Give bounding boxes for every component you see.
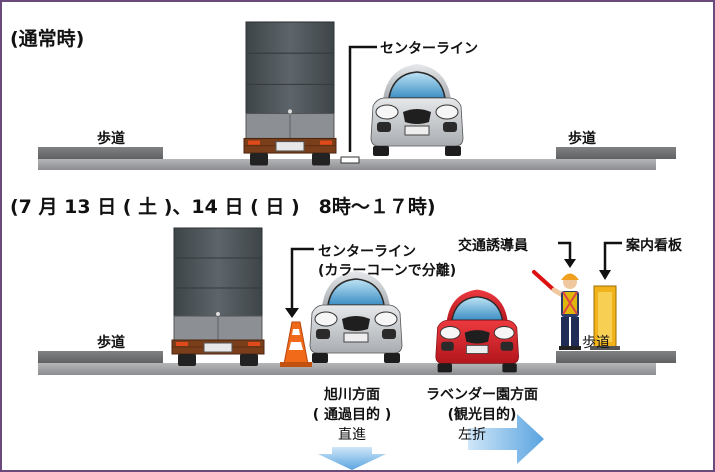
guide-pointer [558,241,576,268]
normal-section-title: (通常時) [10,28,85,50]
straight-destination: 旭川方面 [324,387,380,403]
traffic-cone [280,321,312,367]
event-sidewalk-left: 歩道 [97,335,125,351]
normal-center-line-pointer [348,45,377,152]
event-center-line-label: センターライン [318,244,416,260]
straight-action: 直進 [338,427,366,443]
left-turn-action: 左折 [458,427,486,443]
normal-road [38,147,676,170]
event-center-line-note: (カラーコーンで分離) [318,263,457,279]
event-section-title: (7 月 13 日 ( 土 )、14 日 ( 日 ) 8時～１７時) [10,196,436,218]
left-turn-arrow [468,414,544,464]
normal-truck [243,21,337,167]
left-turn-direction-text: ラベンダー園方面 (観光目的) 左折 [412,385,552,445]
straight-purpose: ( 通過目的 ) [312,407,392,423]
event-center-line-pointer [285,247,314,318]
normal-sidewalk-right: 歩道 [568,131,596,147]
normal-sidewalk-left: 歩道 [97,131,125,147]
straight-arrow [318,447,386,470]
left-turn-purpose: (観光目的) [447,407,517,423]
sign-label: 案内看板 [626,238,682,254]
event-silver-car [309,271,403,363]
normal-center-line-label: センターライン [380,41,478,57]
red-car [435,289,519,373]
event-road [38,351,676,375]
sign-pointer [599,241,622,280]
straight-direction-text: 旭川方面 ( 通過目的 ) 直進 [302,385,402,445]
info-signboard [590,285,620,350]
normal-silver-car [370,64,464,156]
left-turn-destination: ラベンダー園方面 [426,387,538,403]
normal-center-line-marker [340,156,360,164]
event-sidewalk-right: 歩道 [582,335,610,351]
traffic-guide-person [532,270,581,350]
event-truck [171,227,265,367]
guide-label: 交通誘導員 [458,238,528,254]
